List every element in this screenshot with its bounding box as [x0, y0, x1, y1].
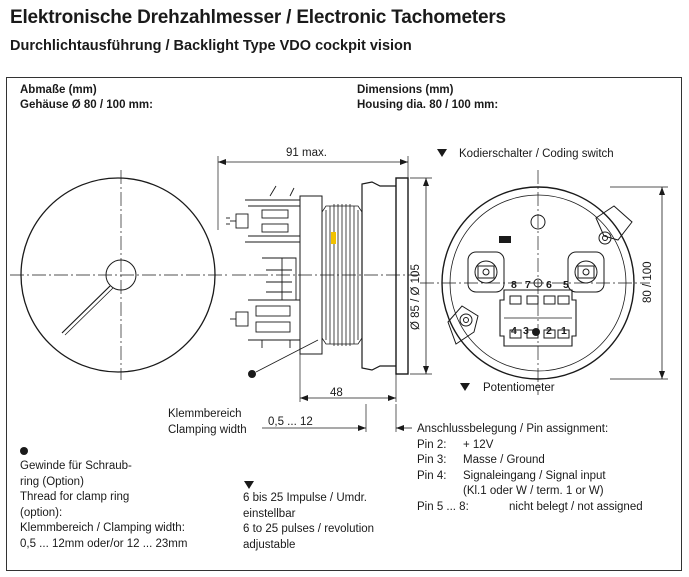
- pin-row: Pin 4:Signaleingang / Signal input: [417, 469, 606, 482]
- pin-1-label: 1: [561, 325, 567, 337]
- right-heading-1: Dimensions (mm): [357, 84, 454, 96]
- coding-switch-block: [499, 236, 511, 243]
- pin-2-label: 2: [546, 325, 552, 337]
- pin-row: (Kl.1 oder W / term. 1 or W): [463, 485, 604, 497]
- coding-switch-triangle-icon: [437, 149, 447, 157]
- pin-4-label: 4: [511, 325, 517, 337]
- pin-5-label: 5: [563, 279, 569, 291]
- potentiometer-dot: [532, 328, 540, 336]
- pin-connector: [499, 289, 577, 347]
- pulses-note-triangle-icon: [244, 481, 254, 489]
- pin-7-label: 7: [525, 279, 531, 291]
- thread-note-dot-icon: [20, 447, 28, 455]
- thread-callout-leader: [255, 339, 319, 373]
- right-heading-2: Housing dia. 80 / 100 mm:: [357, 99, 499, 111]
- page-title: Elektronische Drehzahlmesser / Electroni…: [10, 7, 506, 28]
- thread-callout-dot: [248, 370, 256, 378]
- dim-depth-label: 91 max.: [286, 147, 327, 159]
- bezel-plate: [395, 177, 409, 375]
- rear-cap: [299, 195, 323, 355]
- housing-body: [361, 181, 396, 371]
- lower-connector: [230, 299, 300, 348]
- front-view: [10, 170, 230, 380]
- right-socket: [567, 251, 605, 293]
- coding-switch-label: Kodierschalter / Coding switch: [459, 148, 614, 160]
- pin-3-label: 3: [523, 325, 529, 337]
- rear-view: [420, 170, 668, 395]
- left-heading-1: Abmaße (mm): [20, 84, 97, 96]
- potentiometer-label: Potentiometer: [483, 382, 555, 394]
- page-subtitle: Durchlichtausführung / Backlight Type VD…: [10, 38, 412, 54]
- pin-assignment-title: Anschlussbelegung / Pin assignment:: [417, 423, 609, 435]
- pin-6-label: 6: [546, 279, 552, 291]
- pulses-note: 6 bis 25 Impulse / Umdr. einstellbar 6 t…: [243, 492, 375, 551]
- pin-row: Pin 2:+ 12V: [417, 438, 494, 451]
- clamp-bottom-left: [447, 305, 479, 345]
- left-heading-2: Gehäuse Ø 80 / 100 mm:: [20, 99, 153, 111]
- dim-diameter-label: Ø 85 / Ø 105: [410, 264, 422, 330]
- potentiometer-triangle-icon: [460, 383, 470, 391]
- pin-row: Pin 5 ... 8:nicht belegt / not assigned: [417, 500, 643, 513]
- side-view: [217, 156, 432, 432]
- top-screw: [530, 214, 546, 230]
- potentiometer-marker: [331, 232, 336, 244]
- upper-connector: [226, 185, 300, 237]
- dim-rear-dia-label: 80 / 100: [642, 261, 654, 303]
- left-socket: [467, 251, 505, 293]
- pin-assignment: Anschlussbelegung / Pin assignment: Pin …: [417, 422, 643, 515]
- pin-8-label: 8: [511, 279, 517, 291]
- gauge-needle: [61, 285, 111, 334]
- dim-rear-depth-label: 48: [330, 387, 343, 399]
- dim-clamp-range-label: 0,5 ... 12: [268, 416, 313, 428]
- pin-row: Pin 3:Masse / Ground: [417, 454, 545, 466]
- drawing-frame: [6, 77, 682, 571]
- clamping-width-label: Klemmbereich Clamping width: [168, 408, 247, 436]
- clamp-top-right: [595, 205, 633, 245]
- middle-pins: [262, 257, 297, 301]
- thread-note: Gewinde für Schraub- ring (Option) Threa…: [20, 460, 188, 550]
- gauge-needle-edge: [64, 287, 114, 336]
